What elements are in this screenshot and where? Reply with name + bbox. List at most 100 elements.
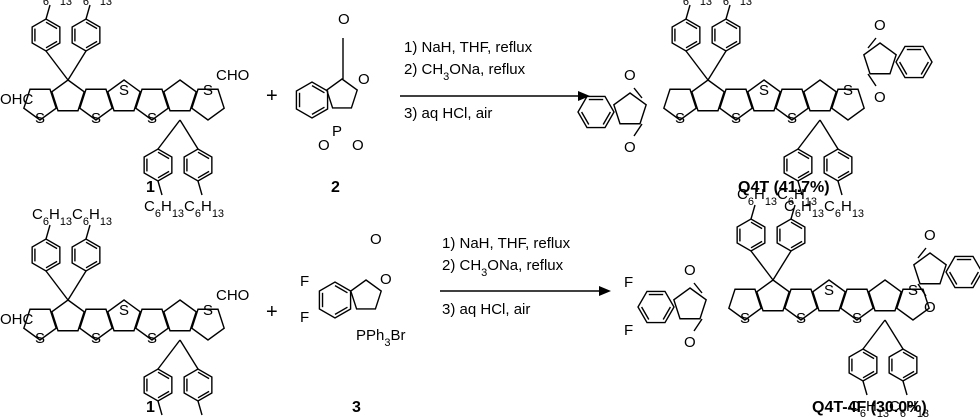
bond — [685, 21, 698, 30]
bond — [725, 4, 731, 20]
bond — [197, 151, 210, 160]
benzene-ring — [577, 95, 615, 129]
five-membered-ring — [803, 79, 837, 112]
hexyl-chain: C6H13 — [672, 0, 712, 8]
five-membered-ring — [135, 88, 169, 121]
bond — [917, 283, 927, 297]
hexyl-chain: C6H13 — [184, 198, 224, 220]
bond — [898, 61, 908, 75]
five-membered-ring — [728, 288, 762, 321]
methoxy-oxygen: O — [318, 137, 330, 154]
aldehyde-group: CHO — [216, 287, 249, 304]
fluorine-atom: F — [624, 274, 633, 291]
bond — [157, 151, 170, 160]
condition-step-2: 2) CH3ONa, reflux — [404, 61, 526, 83]
carbonyl-oxygen: O — [924, 227, 936, 244]
carbonyl-oxygen: O — [624, 139, 636, 156]
five-membered-ring — [868, 279, 902, 312]
bond — [920, 61, 930, 75]
sulfur-atom: S — [119, 302, 129, 319]
bond — [750, 221, 763, 230]
hexyl-chain: C6H13 — [712, 0, 752, 8]
bond — [157, 390, 170, 399]
benzene-ring — [71, 18, 101, 52]
five-membered-ring — [107, 299, 141, 332]
arrowhead-icon — [578, 91, 590, 101]
benzene-ring — [945, 255, 980, 289]
bond — [819, 119, 839, 150]
bond — [837, 180, 843, 196]
bond — [85, 4, 91, 20]
bond — [157, 119, 181, 150]
benzene-ring — [183, 368, 213, 402]
fluorine-atom: F — [300, 273, 309, 290]
sulfur-atom: S — [731, 110, 741, 127]
sulfur-atom: S — [91, 110, 101, 127]
five-membered-ring — [79, 308, 113, 341]
bond — [970, 271, 980, 285]
five-membered-ring — [23, 88, 57, 121]
five-membered-ring — [51, 79, 85, 112]
bond — [85, 241, 98, 250]
carbonyl-oxygen: O — [338, 11, 350, 28]
aldehyde-group: OHC — [0, 311, 34, 328]
carbonyl-oxygen: O — [684, 262, 696, 279]
hexyl-chain: C6H13 — [144, 418, 184, 420]
five-membered-ring — [191, 88, 225, 121]
sulfur-atom: S — [203, 302, 213, 319]
benzene-ring — [143, 148, 173, 182]
bond — [157, 180, 163, 196]
sulfur-atom: S — [35, 110, 45, 127]
hexyl-chain: C6H13 — [32, 206, 72, 228]
ring-oxygen: O — [358, 71, 370, 88]
phosphonium-group: PPh3Br — [356, 327, 405, 349]
bond — [725, 40, 738, 49]
bond — [157, 371, 170, 380]
benzene-ring — [143, 368, 173, 402]
bond — [685, 50, 709, 81]
bond — [693, 282, 703, 294]
bond — [157, 339, 181, 370]
sulfur-atom: S — [119, 82, 129, 99]
benzene-ring — [31, 238, 61, 272]
sulfur-atom: S — [203, 82, 213, 99]
hexyl-chain: C6H13 — [72, 0, 112, 8]
five-membered-ring — [756, 279, 790, 312]
bond — [179, 339, 199, 370]
bond — [902, 351, 915, 360]
bond — [45, 21, 58, 30]
bond — [67, 270, 87, 301]
fluorine-atom: F — [300, 309, 309, 326]
sulfur-atom: S — [91, 330, 101, 347]
bond — [790, 221, 803, 230]
bond — [685, 40, 698, 49]
product-label-q4t-4f: Q4T-4F (30.0%) — [812, 399, 927, 416]
carbonyl-oxygen: O — [684, 334, 696, 351]
five-membered-ring — [840, 288, 874, 321]
sulfur-atom: S — [759, 82, 769, 99]
hexyl-chain: C6H13 — [824, 198, 864, 220]
five-membered-ring — [863, 42, 897, 75]
bond — [948, 271, 958, 285]
bond — [837, 151, 850, 160]
bond — [334, 306, 348, 316]
bond — [862, 351, 875, 360]
bond — [85, 260, 98, 269]
five-membered-ring — [719, 88, 753, 121]
five-membered-ring — [163, 79, 197, 112]
five-membered-ring — [775, 88, 809, 121]
bond — [707, 50, 727, 81]
five-membered-ring — [913, 252, 947, 285]
compound-label-1: 1 — [146, 399, 155, 416]
bond — [157, 400, 163, 416]
five-membered-ring — [896, 288, 930, 321]
arrowhead-icon — [599, 286, 611, 296]
five-membered-ring — [163, 299, 197, 332]
five-membered-ring — [663, 88, 697, 121]
sulfur-atom: S — [796, 310, 806, 327]
bond — [750, 240, 763, 249]
sulfur-atom: S — [147, 330, 157, 347]
bond — [179, 119, 199, 150]
benzene-ring — [637, 290, 675, 324]
